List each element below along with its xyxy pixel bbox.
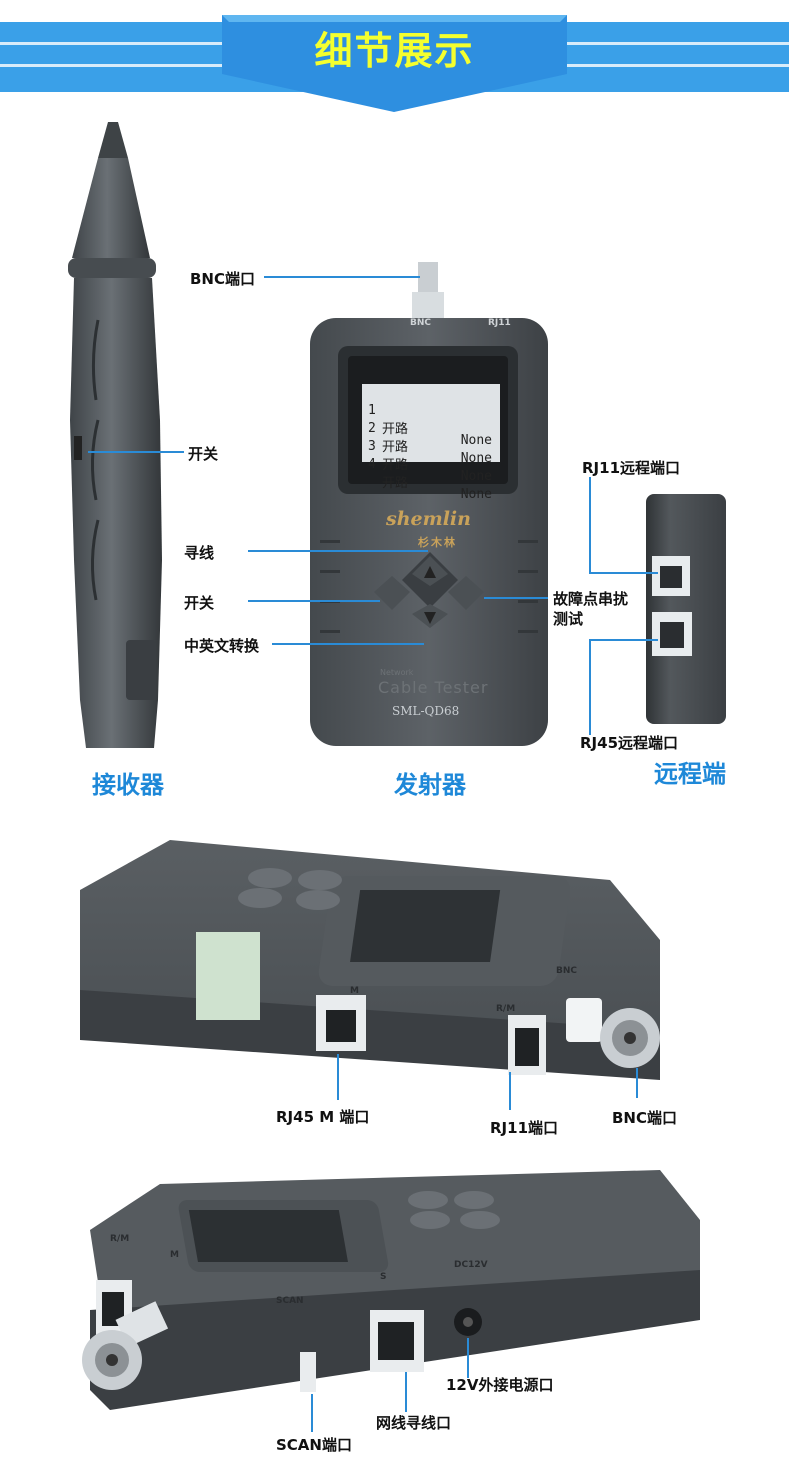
lcd-line-1: 1 开路 None xyxy=(362,388,498,463)
top-leader-lines xyxy=(88,276,658,735)
lcd-status: 开路 xyxy=(382,422,409,437)
label-remote-rj11: RJ11远程端口 xyxy=(582,459,681,477)
lcd-num: 3 xyxy=(368,439,376,454)
model-code: SML-QD68 xyxy=(392,704,460,718)
mark-m-2: M xyxy=(170,1250,179,1260)
banner-title: 细节展示 xyxy=(314,29,475,73)
transmitter-device xyxy=(310,262,548,746)
lcd-screen: 1 开路 None 2 开路 None 3 开路 None 4 开路 None xyxy=(362,384,500,502)
lcd-line-2: 2 开路 None xyxy=(362,406,498,481)
receiver-probe xyxy=(68,122,162,748)
lcd-value: None xyxy=(460,469,492,484)
model-sub: Network xyxy=(380,668,414,677)
label-lang: 中英文转换 xyxy=(184,637,260,655)
lcd-num: 1 xyxy=(368,403,376,418)
label-bnc-mid: BNC端口 xyxy=(612,1109,677,1127)
mark-dc: DC12V xyxy=(454,1260,488,1270)
label-bnc-port: BNC端口 xyxy=(190,270,255,288)
mark-s: S xyxy=(380,1272,387,1282)
caption-receiver: 接收器 xyxy=(92,771,164,799)
mark-rm: R/M xyxy=(496,1004,516,1014)
label-remote-rj45: RJ45远程端口 xyxy=(580,734,679,752)
model-line: Cable Tester xyxy=(378,678,489,697)
lcd-value: None xyxy=(460,451,492,466)
caption-transmitter: 发射器 xyxy=(394,771,466,799)
bottom-leader-lines xyxy=(311,1338,469,1432)
mark-bnc: BNC xyxy=(556,966,577,976)
lcd-num: 4 xyxy=(368,457,376,472)
lcd-line-3: 3 开路 None xyxy=(362,424,498,499)
mark-rm-2: R/M xyxy=(110,1234,130,1244)
label-12v: 12V外接电源口 xyxy=(446,1376,554,1394)
lcd-value: None xyxy=(460,433,492,448)
banner-arrow xyxy=(222,15,567,112)
caption-remote: 远程端 xyxy=(654,760,726,788)
remote-unit xyxy=(646,494,726,724)
mark-m: M xyxy=(350,986,359,996)
transmitter-side-view xyxy=(82,1170,700,1432)
transmitter-end-view xyxy=(80,840,660,1110)
lcd-status: 开路 xyxy=(382,476,409,491)
top-devices xyxy=(68,122,726,748)
lcd-status: 开路 xyxy=(382,458,409,473)
bnc-top-mark: BNC xyxy=(410,318,431,328)
lcd-status: 开路 xyxy=(382,440,409,455)
rj11-top-mark: RJ11 xyxy=(488,318,511,328)
label-scan: SCAN端口 xyxy=(276,1436,352,1454)
label-fault-1: 故障点串扰 xyxy=(553,590,629,608)
mark-scan: SCAN xyxy=(276,1296,304,1306)
label-rj45m: RJ45 M 端口 xyxy=(276,1108,370,1126)
brand-cn: 杉木林 xyxy=(418,536,457,549)
label-rj11-mid: RJ11端口 xyxy=(490,1119,559,1137)
lcd-num: 2 xyxy=(368,421,376,436)
lcd-line-4: 4 开路 None xyxy=(362,442,498,517)
lcd-value: None xyxy=(460,487,492,502)
label-net-trace: 网线寻线口 xyxy=(376,1414,452,1432)
label-trace: 寻线 xyxy=(184,544,215,562)
label-fault-2: 测试 xyxy=(553,610,584,628)
label-power: 开关 xyxy=(184,594,215,612)
mid-leader-lines xyxy=(337,1054,638,1110)
label-receiver-switch: 开关 xyxy=(188,445,219,463)
brand-logo: shemlin xyxy=(386,508,471,530)
